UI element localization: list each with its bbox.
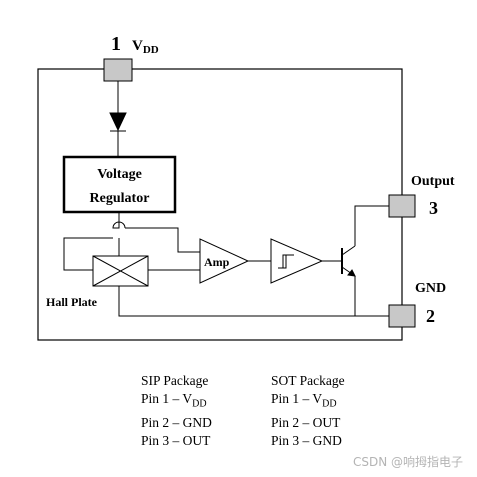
watermark: CSDN @响拇指电子: [352, 455, 463, 469]
sip-pin-3: Pin 3 – OUT: [141, 432, 211, 448]
sip-title: SIP Package: [141, 373, 209, 388]
pin3-pad: [388, 194, 416, 218]
regulator-line2: Regulator: [90, 191, 150, 206]
sot-package-column: SOT Package Pin 1 – VDD Pin 2 – OUT Pin …: [271, 372, 401, 450]
amplifier: Amp: [199, 238, 250, 284]
hysteresis-icon: [278, 254, 294, 269]
pin2-pad: [388, 304, 416, 328]
pin1-vdd: 1 VDD: [103, 33, 159, 82]
schmitt-trigger: [270, 238, 324, 284]
pin1-label: VDD: [132, 38, 159, 56]
pin1-number: 1: [111, 33, 121, 55]
amp-label: Amp: [204, 255, 230, 269]
pin2-number: 2: [426, 306, 435, 326]
pin1-pad: [103, 58, 133, 82]
sot-title: SOT Package: [271, 373, 345, 388]
regulator-line1: Voltage: [97, 167, 142, 182]
voltage-regulator: Voltage Regulator: [62, 155, 177, 214]
npn-transistor: [341, 245, 356, 277]
pin2-label: GND: [415, 281, 446, 296]
wiring: [63, 205, 389, 317]
pin3-output: Output 3: [388, 174, 455, 218]
sot-pin-1: Pin 1 – VDD: [271, 391, 337, 410]
hall-plate-label: Hall Plate: [46, 295, 98, 309]
supply-diode: [109, 81, 127, 157]
pin2-gnd: GND 2: [388, 281, 446, 328]
sip-pin-1: Pin 1 – VDD: [141, 391, 207, 410]
pin3-label: Output: [411, 174, 455, 189]
pin3-number: 3: [429, 198, 438, 218]
sot-pin-2: Pin 2 – OUT: [271, 414, 341, 430]
sot-pin-3: Pin 3 – GND: [271, 432, 342, 448]
sip-pin-2: Pin 2 – GND: [141, 414, 212, 430]
diode-triangle: [109, 112, 127, 132]
hall-plate: [92, 255, 149, 287]
sip-package-column: SIP Package Pin 1 – VDD Pin 2 – GND Pin …: [141, 372, 271, 450]
